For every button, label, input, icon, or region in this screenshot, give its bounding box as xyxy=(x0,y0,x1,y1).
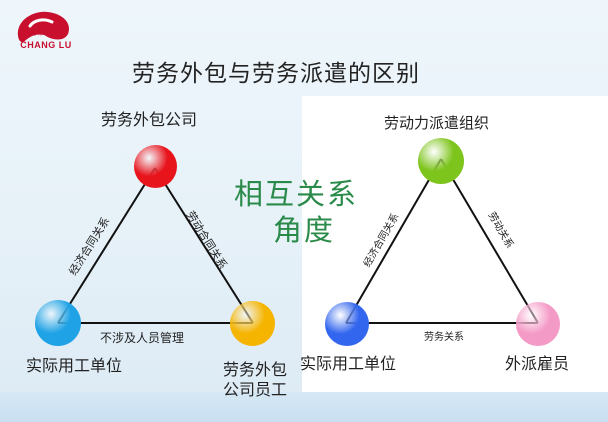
center-text-line1: 相互关系 xyxy=(233,177,358,211)
center-text: 相互关系 角度 xyxy=(226,176,366,248)
right-left-node xyxy=(325,302,369,346)
logo-brand-text: CHANG LU xyxy=(20,40,72,50)
left-triangle-left-edge xyxy=(57,167,156,324)
right-top-node xyxy=(418,138,464,184)
center-text-line2: 角度 xyxy=(272,213,335,247)
right-left-node-label: 实际用工单位 xyxy=(300,354,397,373)
right-right-node xyxy=(516,302,560,346)
right-right-node-label: 外派雇员 xyxy=(505,354,570,373)
left-left-node xyxy=(35,300,81,346)
left-left-node-label: 实际用工单位 xyxy=(26,356,123,375)
left-right-node-label-line1: 劳务外包 xyxy=(223,360,288,379)
right-triangle-right-edge xyxy=(440,158,539,324)
right-top-node-label: 劳动力派遣组织 xyxy=(384,114,490,132)
bottom-edge-label: 不涉及人员管理 xyxy=(100,331,185,345)
left-right-node-label-line2: 公司员工 xyxy=(223,380,288,399)
logo-seal-text: 昌 禄 xyxy=(31,31,43,37)
right-triangle-left-edge xyxy=(345,158,442,324)
page-title: 劳务外包与劳务派遣的区别 xyxy=(132,61,420,87)
left-top-node xyxy=(134,145,177,188)
bottom-decoration xyxy=(0,392,608,422)
right-diagram-bottom-edge-label: 劳务关系 xyxy=(424,332,464,343)
left-right-node xyxy=(230,301,275,346)
left-triangle-right-edge xyxy=(154,167,254,324)
left-top-node-label: 劳务外包公司 xyxy=(101,110,198,129)
chang-lu-logo xyxy=(17,11,70,43)
